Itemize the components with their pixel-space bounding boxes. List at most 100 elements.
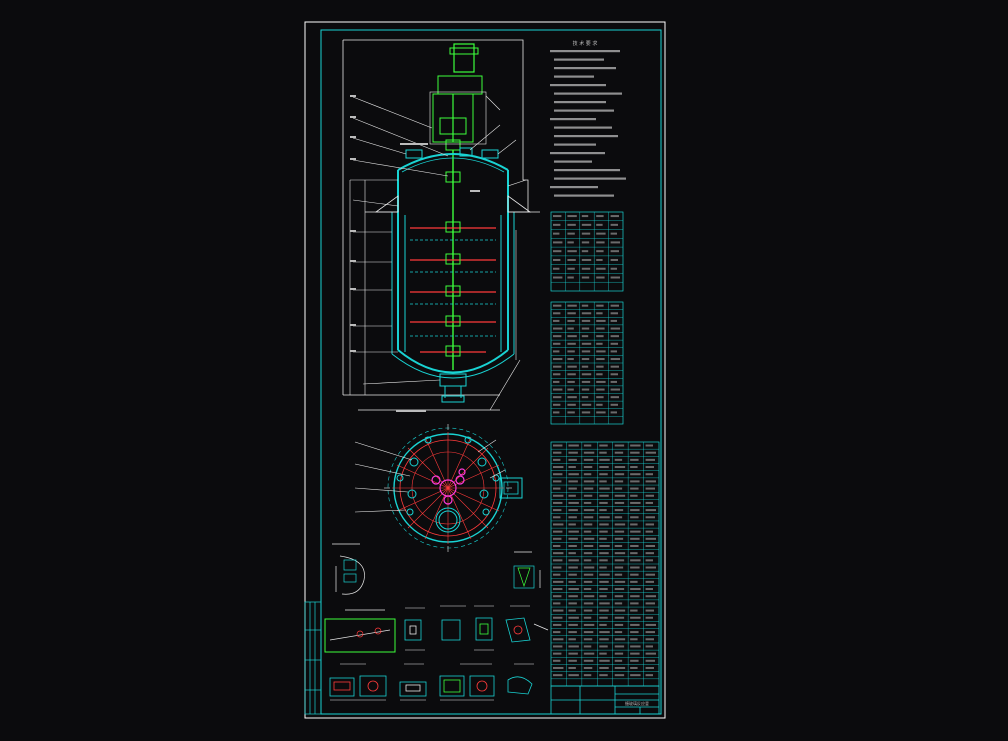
table-cell-text (630, 516, 639, 519)
table-cell-text (599, 588, 608, 591)
table-cell-text (599, 645, 608, 648)
table-cell-text (567, 380, 575, 383)
table-cell-text (568, 559, 579, 562)
table-cell-text (553, 458, 561, 461)
table-cell-text (645, 631, 655, 634)
table-cell-text (610, 312, 618, 315)
table-cell-text (614, 595, 624, 598)
table-cell-text (630, 451, 640, 454)
table-cell-text (610, 215, 619, 218)
table-cell-text (599, 444, 608, 447)
note-line (550, 186, 598, 189)
table-cell-text (581, 403, 592, 406)
table-cell-text (645, 573, 655, 576)
table-cell-text (553, 466, 564, 469)
table-cell-text (630, 501, 641, 504)
note-line (554, 177, 626, 180)
table-cell-text (610, 304, 619, 307)
table-cell-text (599, 659, 610, 662)
table-cell-text (553, 652, 562, 655)
table-cell-text (568, 494, 576, 497)
table-cell-text (645, 473, 653, 476)
table-cell-text (610, 358, 620, 361)
table-cell-text (581, 304, 589, 307)
table-cell-text (645, 623, 656, 626)
note-line (554, 109, 614, 112)
table-cell-text (583, 580, 593, 583)
table-cell-text (581, 358, 590, 361)
table-cell-text (645, 458, 655, 461)
table-cell-text (553, 319, 560, 322)
technical-notes: 技 术 要 求 (573, 40, 598, 47)
note-line (554, 143, 596, 146)
table-cell-text (610, 365, 619, 368)
table-cell-text (630, 559, 641, 562)
table-cell-text (630, 638, 638, 641)
table-cell-text (583, 530, 592, 533)
table-cell-text (599, 509, 607, 512)
table-cell-text (610, 276, 620, 279)
table-cell-text (553, 631, 561, 634)
table-cell-text (596, 411, 606, 414)
table-cell-text (568, 566, 578, 569)
table-cell-text (645, 602, 655, 605)
table-cell-text (583, 501, 592, 504)
detail-views (324, 543, 549, 701)
table-cell-text (614, 544, 623, 547)
table-cell-text (614, 566, 624, 569)
table-cell-text (610, 335, 619, 338)
table-cell-text (583, 473, 592, 476)
table-cell-text (553, 588, 563, 591)
table-cell-text (553, 350, 560, 353)
table-cell-text (630, 494, 638, 497)
table-cell-text (568, 602, 577, 605)
table-cell-text (645, 645, 653, 648)
table-cell-text (553, 609, 564, 612)
table-cell-text (583, 466, 593, 469)
table-cell-text (583, 451, 595, 454)
table-cell-text (645, 523, 654, 526)
table-cell-text (567, 327, 574, 330)
table-cell-text (583, 652, 595, 655)
table-cell-text (583, 523, 593, 526)
note-line (554, 58, 604, 61)
table-cell-text (599, 609, 609, 612)
table-cell-text (596, 267, 606, 270)
table-cell-text (553, 537, 562, 540)
table-cell-text (568, 616, 579, 619)
table-cell-text (583, 566, 595, 569)
table-cell-text (614, 580, 626, 583)
table-cell-text (568, 516, 577, 519)
table-cell-text (630, 480, 640, 483)
table-grids (551, 212, 659, 686)
table-cell-text (568, 580, 576, 583)
table-cell-text (596, 373, 603, 376)
table-cell-text (630, 623, 640, 626)
table-cell-text (596, 327, 605, 330)
table-cell-text (581, 342, 592, 345)
table-cell-text (583, 588, 592, 591)
table-cell-text (553, 509, 562, 512)
title-block-label: 搪玻璃反应釜 (625, 700, 649, 706)
table-cell-text (610, 342, 618, 345)
table-cell-text (583, 487, 594, 490)
table-cell-text (567, 403, 576, 406)
table-cell-text (599, 638, 609, 641)
table-cell-text (568, 666, 576, 669)
table-cell-text (596, 403, 603, 406)
table-cell-text (553, 304, 562, 307)
table-cell-text (553, 258, 561, 261)
table-cell-text (567, 276, 574, 279)
table-cell-text (599, 666, 609, 669)
table-cell-text (568, 674, 579, 677)
table-cell-text (614, 552, 626, 555)
table-cell-text (568, 645, 579, 648)
table-cell-text (614, 623, 624, 626)
table-cell-text (596, 388, 605, 391)
note-line (550, 118, 596, 121)
table-cell-text (568, 552, 576, 555)
table-cell-text (596, 342, 603, 345)
table-cell-text (630, 444, 641, 447)
table-cell-text (567, 267, 575, 270)
